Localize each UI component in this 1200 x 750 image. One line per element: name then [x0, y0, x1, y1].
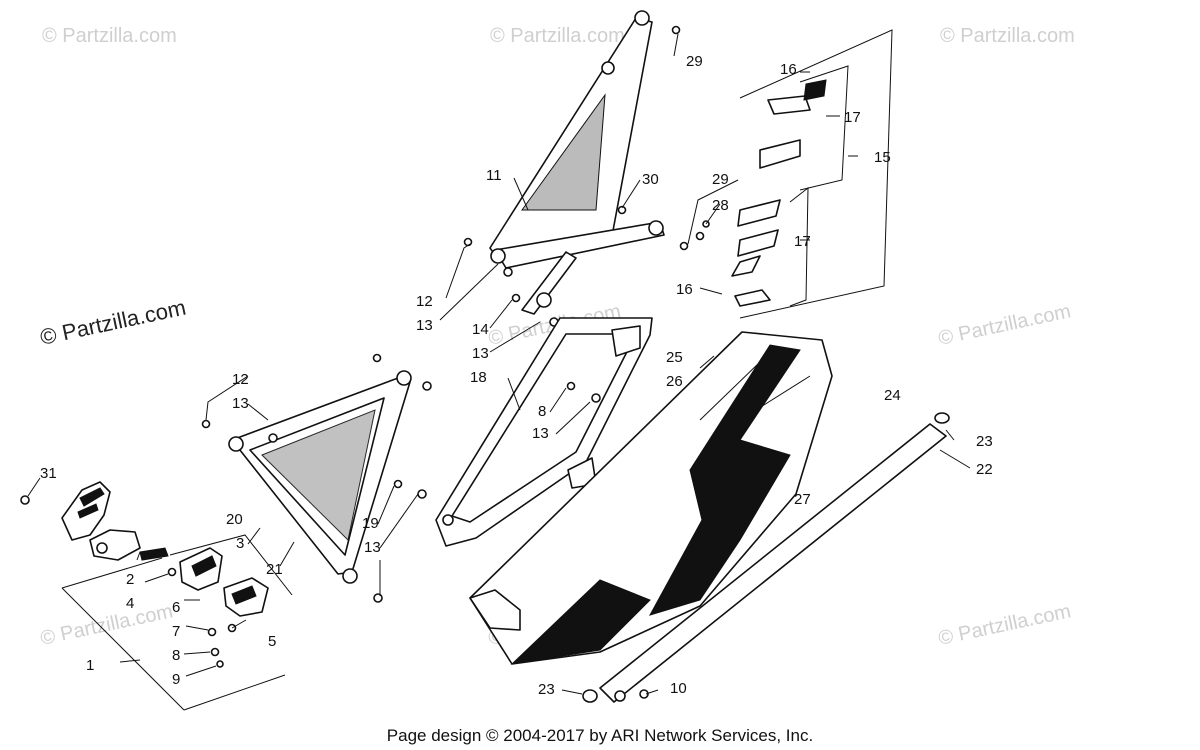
callout-30: 30	[642, 171, 659, 188]
callout-1: 1	[86, 657, 94, 674]
callout-8: 8	[172, 647, 180, 664]
callout-22: 22	[976, 461, 993, 478]
callout-18: 18	[470, 369, 487, 386]
callout-10: 10	[670, 680, 687, 697]
callout-15: 15	[874, 149, 891, 166]
callout-17: 17	[794, 233, 811, 250]
callout-7: 7	[172, 623, 180, 640]
footrest-bracket	[20, 481, 269, 668]
watermark: © Partzilla.com	[38, 600, 174, 650]
callout-14: 14	[472, 321, 489, 338]
callout-23: 23	[976, 433, 993, 450]
lower-net-frame	[201, 353, 432, 603]
watermark: © Partzilla.com	[490, 25, 625, 47]
callout-13: 13	[364, 539, 381, 556]
callout-13: 13	[232, 395, 249, 412]
callout-11: 11	[486, 167, 502, 184]
callout-2: 2	[126, 571, 134, 588]
callout-8: 8	[538, 403, 546, 420]
callout-13: 13	[532, 425, 549, 442]
grab-bar	[582, 412, 950, 703]
watermark: © Partzilla.com	[42, 25, 177, 47]
callout-25: 25	[666, 349, 683, 366]
callout-27: 27	[794, 491, 811, 508]
callout-23: 23	[538, 681, 555, 698]
callout-13: 13	[416, 317, 433, 334]
watermark-dark: © Partzilla.com	[38, 295, 188, 350]
watermark: © Partzilla.com	[936, 600, 1072, 650]
watermark: © Partzilla.com	[940, 25, 1075, 47]
callout-19: 19	[362, 515, 379, 532]
callout-17: 17	[844, 109, 861, 126]
footer-credit: Page design © 2004-2017 by ARI Network S…	[387, 726, 813, 745]
bracket-group-outline	[61, 534, 293, 711]
callout-13: 13	[472, 345, 489, 362]
callout-3: 3	[236, 535, 244, 552]
callout-29: 29	[686, 53, 703, 70]
callout-28: 28	[712, 197, 729, 214]
callout-31: 31	[40, 465, 57, 482]
callout-9: 9	[172, 671, 180, 688]
upper-net-frame	[463, 10, 689, 327]
watermark: © Partzilla.com	[936, 300, 1072, 350]
door-panel	[469, 331, 833, 665]
callout-29: 29	[712, 171, 729, 188]
callout-20: 20	[226, 511, 243, 528]
leader-lines	[27, 33, 971, 695]
callout-12: 12	[416, 293, 433, 310]
latch-strap	[695, 29, 893, 319]
callout-12: 12	[232, 371, 249, 388]
callout-24: 24	[884, 387, 901, 404]
callout-16: 16	[780, 61, 797, 78]
callout-4: 4	[126, 595, 134, 612]
callout-26: 26	[666, 373, 683, 390]
callout-labels: 1 2 3 4 5 6 7 8 8 9 10 11 12 12 13 13 13…	[40, 53, 993, 698]
callout-6: 6	[172, 599, 180, 616]
callout-5: 5	[268, 633, 276, 650]
callout-21: 21	[266, 561, 283, 578]
callout-16: 16	[676, 281, 693, 298]
